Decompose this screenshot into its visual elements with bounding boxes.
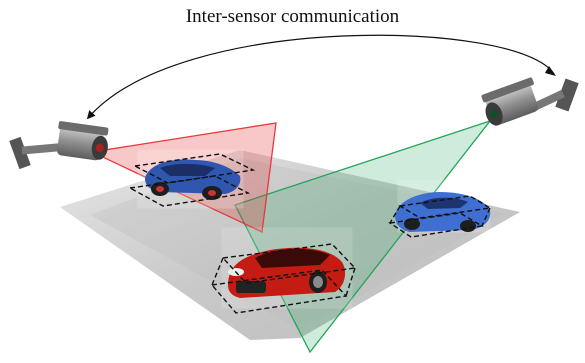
bbox-car-blue-sedan [388,195,493,238]
diagram-title: Inter-sensor communication [185,6,400,27]
car-blue-sedan [395,192,491,232]
right-camera-icon [481,77,579,126]
communication-arrow [86,34,555,120]
bbox-car-blue-convertible [127,153,256,207]
ground-plane [60,150,520,340]
bbox-car-red-audi [210,243,357,314]
left-camera-icon [9,121,109,170]
car-red-audi [228,247,346,298]
car-blue-convertible [145,159,241,200]
communication-arrow-head-right [545,66,556,76]
